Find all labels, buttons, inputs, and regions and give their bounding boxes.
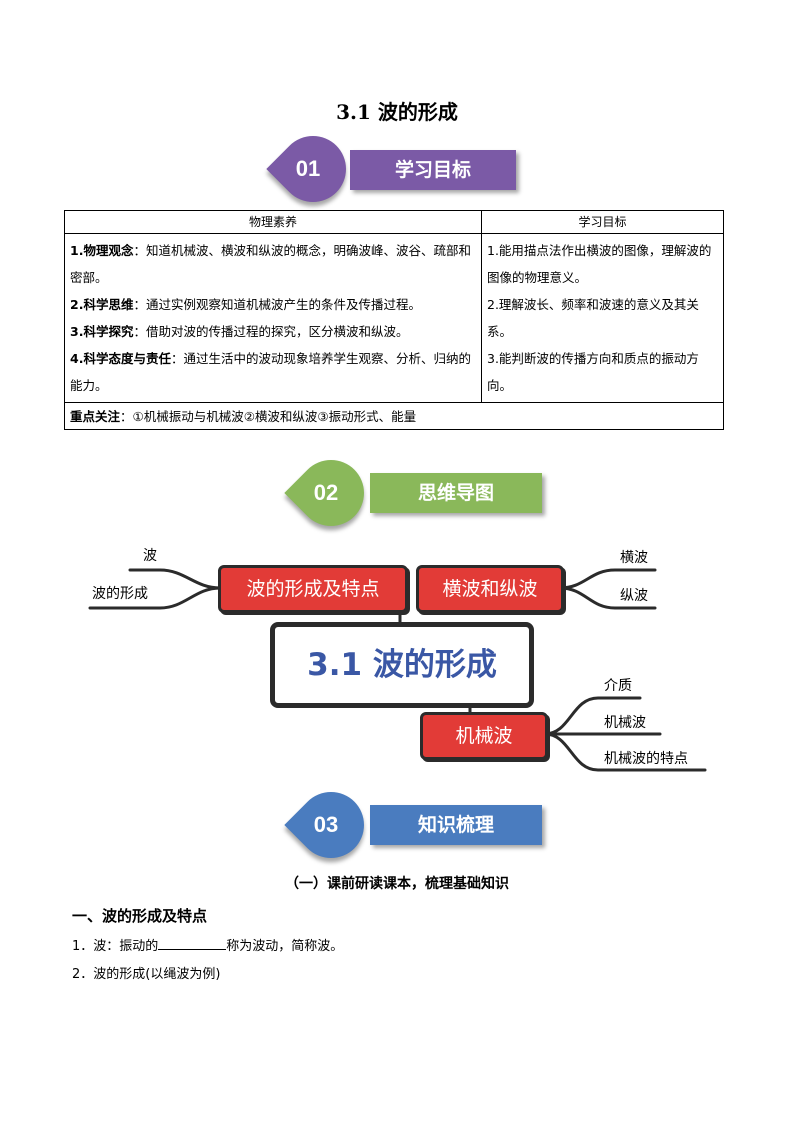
mindmap-leaf: 机械波的特点: [604, 751, 688, 767]
table-header-objectives: 学习目标: [481, 210, 724, 234]
objectives-cell: 1.能用描点法作出横波的图像，理解波的图像的物理意义。 2.理解波长、频率和波速…: [481, 233, 724, 403]
objective-item: 2.理解波长、频率和波速的意义及其关系。: [487, 297, 699, 339]
page-title: 3.1 波的形成: [336, 100, 458, 124]
literacy-item: 4.科学态度与责任：通过生活中的波动现象培养学生观察、分析、归纳的能力。: [70, 351, 471, 393]
focus-key: 重点关注: [70, 409, 121, 424]
badge-number: 02: [313, 480, 339, 505]
mindmap-node-mechanical-wave: 机械波: [420, 712, 548, 760]
table-header-literacy: 物理素养: [64, 210, 482, 234]
mindmap-leaf: 横波: [620, 550, 648, 566]
focus-text: ：①机械振动与机械波②横波和纵波③振动形式、能量: [120, 409, 417, 424]
list-item-2: 2．波的形成(以绳波为例): [72, 967, 221, 982]
mindmap-leaf: 波的形成: [92, 586, 148, 602]
fill-in-item-1: 1．波：振动的称为波动，简称波。: [72, 935, 343, 954]
literacy-cell: 1.物理观念：知道机械波、横波和纵波的概念，明确波峰、波谷、疏部和密部。 2.科…: [64, 233, 482, 403]
literacy-item: 1.物理观念：知道机械波、横波和纵波的概念，明确波峰、波谷、疏部和密部。: [70, 243, 471, 285]
mindmap-node-transverse-longitudinal: 横波和纵波: [416, 565, 564, 613]
focus-row: 重点关注：①机械振动与机械波②横波和纵波③振动形式、能量: [64, 402, 724, 430]
mindmap-leaf: 纵波: [620, 588, 648, 604]
literacy-item: 2.科学思维：通过实例观察知道机械波产生的条件及传播过程。: [70, 297, 421, 312]
mindmap-leaf: 机械波: [604, 715, 646, 731]
literacy-item: 3.科学探究：借助对波的传播过程的探究，区分横波和纵波。: [70, 324, 409, 339]
mindmap-leaf: 波: [143, 548, 157, 564]
badge-label: 思维导图: [370, 473, 542, 513]
mindmap-node-formation: 波的形成及特点: [218, 565, 408, 613]
mindmap-leaf: 介质: [604, 678, 632, 694]
section-heading: 一、波的形成及特点: [72, 907, 208, 925]
objective-item: 1.能用描点法作出横波的图像，理解波的图像的物理意义。: [487, 243, 712, 285]
subheading: （一）课前研读课本，梳理基础知识: [285, 876, 509, 892]
learning-goals-table: 物理素养 学习目标 1.物理观念：知道机械波、横波和纵波的概念，明确波峰、波谷、…: [64, 210, 724, 430]
objective-item: 3.能判断波的传播方向和质点的振动方向。: [487, 351, 699, 393]
badge-number: 03: [313, 812, 339, 837]
mindmap-branches: [88, 568, 707, 772]
badge-label: 学习目标: [350, 150, 516, 190]
badge-label: 知识梳理: [370, 805, 542, 845]
badge-number: 01: [295, 156, 321, 181]
fill-in-blank: [158, 936, 227, 950]
mindmap-center: 3.1 波的形成: [270, 622, 534, 708]
